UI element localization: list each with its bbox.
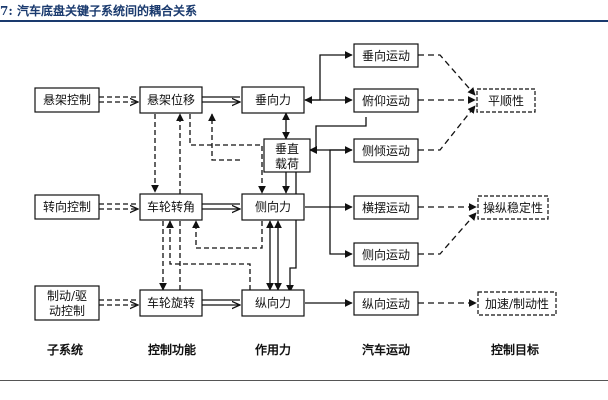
motion-to-target-links <box>418 54 477 307</box>
svg-text:转向控制: 转向控制 <box>43 199 91 214</box>
svg-text:侧倾运动: 侧倾运动 <box>362 144 410 158</box>
load-to-longitudinal-force-link <box>286 172 297 293</box>
lateral-force-to-lateral-motion-link <box>329 207 353 258</box>
node-longitudinal-motion: 纵向运动 <box>353 291 419 316</box>
node-suspension-displacement: 悬架位移 <box>139 86 203 114</box>
column-label-vehicle-motion: 汽车运动 <box>362 342 410 357</box>
function-to-force-links <box>202 96 240 305</box>
svg-text:垂直: 垂直 <box>275 142 299 156</box>
svg-text:悬架控制: 悬架控制 <box>43 93 91 107</box>
connectors <box>99 51 477 307</box>
node-longitudinal-force: 纵向力 <box>241 289 305 317</box>
node-wheel-steer-angle: 车轮转角 <box>139 193 203 221</box>
figure-caption: 7: 汽车底盘关键子系统间的耦合关系 <box>0 4 197 18</box>
node-suspension-control: 悬架控制 <box>34 87 100 113</box>
top-divider <box>0 20 608 22</box>
svg-text:制动/驱: 制动/驱 <box>47 289 87 303</box>
svg-text:平顺性: 平顺性 <box>488 94 524 108</box>
svg-text:俯仰运动: 俯仰运动 <box>362 93 410 108</box>
svg-text:侧向力: 侧向力 <box>255 199 291 214</box>
vertical-force-to-vertical-motion <box>305 51 353 101</box>
svg-text:纵向运动: 纵向运动 <box>362 296 410 311</box>
node-roll-motion: 侧倾运动 <box>353 138 419 163</box>
svg-text:载荷: 载荷 <box>275 157 299 171</box>
column-label-acting-force: 作用力 <box>255 342 291 357</box>
node-vertical-force: 垂向力 <box>241 86 305 114</box>
svg-text:加速/制动性: 加速/制动性 <box>485 297 549 311</box>
column-label-control-target: 控制目标 <box>491 342 539 357</box>
node-brake-drive-control: 制动/驱 动控制 <box>34 285 100 321</box>
node-lateral-motion: 侧向运动 <box>353 242 419 267</box>
node-wheel-rotation: 车轮旋转 <box>139 289 203 317</box>
node-vertical-motion: 垂向运动 <box>353 43 419 68</box>
node-vertical-load: 垂直 载荷 <box>263 138 311 173</box>
node-lateral-force: 侧向力 <box>241 193 305 221</box>
bottom-divider <box>0 380 608 381</box>
column-label-subsystem: 子系统 <box>47 342 83 357</box>
svg-text:横摆运动: 横摆运动 <box>362 201 410 215</box>
node-accel-braking: 加速/制动性 <box>477 291 557 316</box>
svg-text:侧向运动: 侧向运动 <box>362 247 410 262</box>
node-pitch-motion: 俯仰运动 <box>353 88 419 113</box>
node-ride-comfort: 平顺性 <box>476 88 536 113</box>
node-yaw-motion: 横摆运动 <box>353 195 419 220</box>
svg-text:垂向运动: 垂向运动 <box>362 48 410 63</box>
svg-text:车轮旋转: 车轮旋转 <box>147 295 195 310</box>
svg-text:垂向力: 垂向力 <box>255 92 291 107</box>
column-label-control-function: 控制功能 <box>148 342 196 357</box>
subsystem-to-function-links <box>99 96 138 305</box>
node-steering-control: 转向控制 <box>34 194 100 220</box>
svg-text:悬架位移: 悬架位移 <box>147 92 195 107</box>
node-handling-stability: 操纵稳定性 <box>477 195 549 220</box>
lateral-force-to-roll-link <box>329 146 353 207</box>
svg-text:动控制: 动控制 <box>49 304 85 318</box>
svg-text:车轮转角: 车轮转角 <box>147 199 195 214</box>
svg-text:纵向力: 纵向力 <box>255 295 291 310</box>
svg-text:操纵稳定性: 操纵稳定性 <box>483 200 543 215</box>
